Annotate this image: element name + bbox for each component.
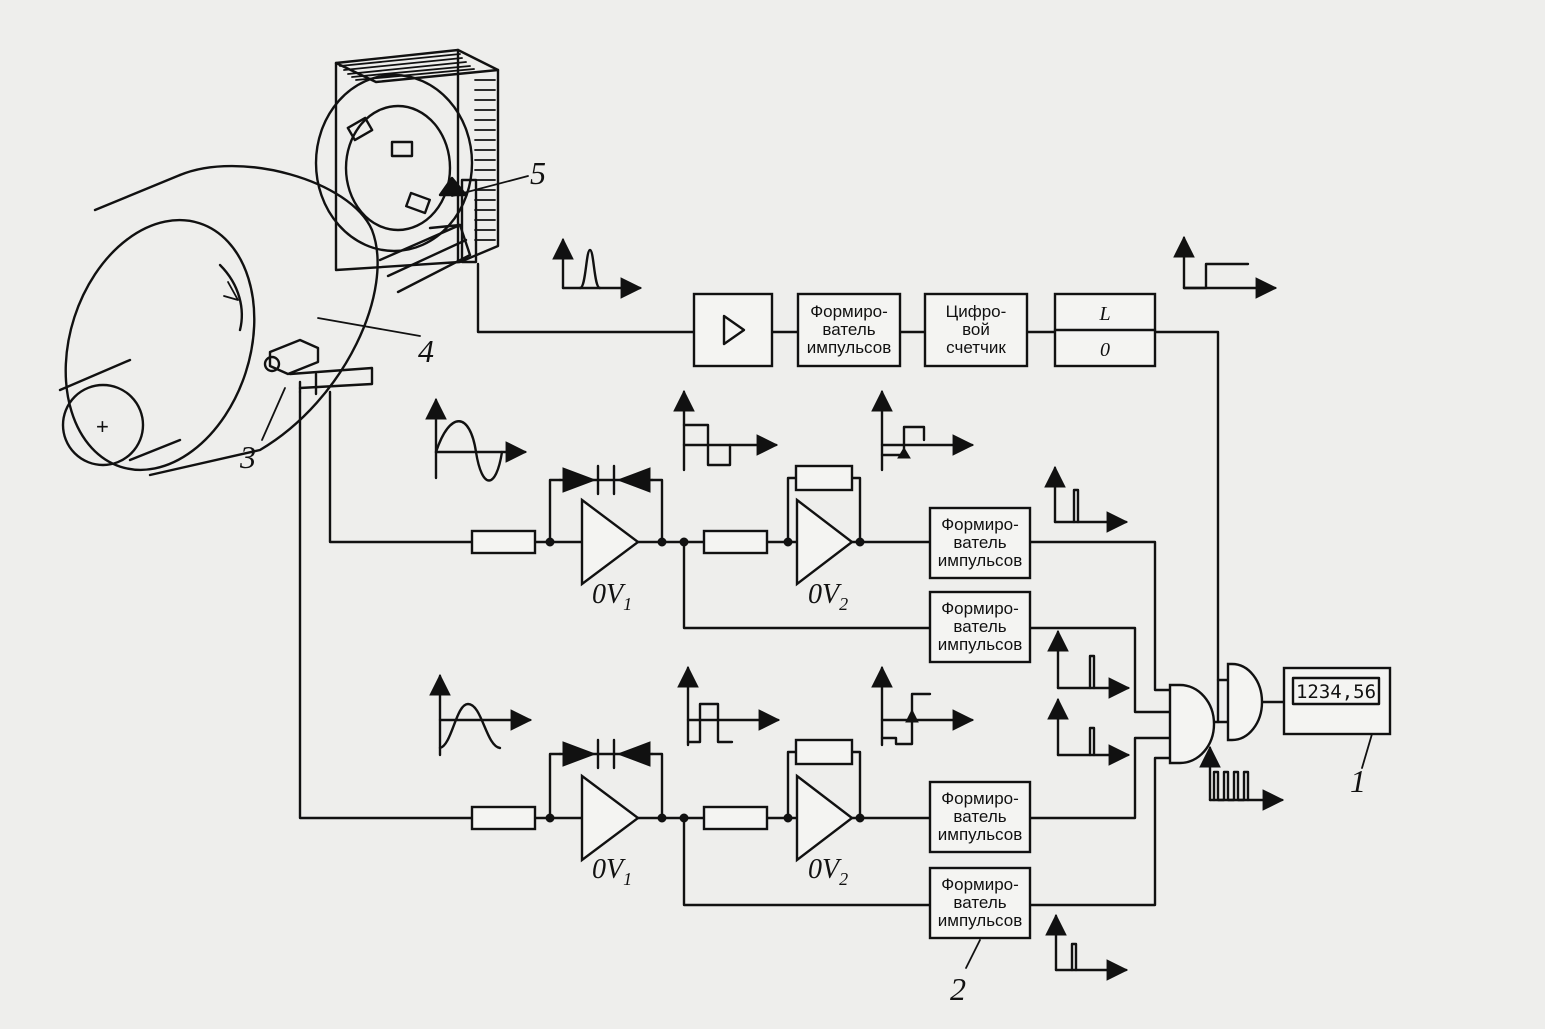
resistor-icon [470, 805, 537, 831]
counter-line3: счетчик [946, 338, 1006, 357]
shaper-a1-line1: Формиро- [941, 515, 1019, 534]
waveform-icon [677, 665, 781, 747]
op-amp-icon [795, 773, 854, 863]
callouts: 5 4 3 2 1 [239, 155, 1373, 1007]
callout-5: 5 [530, 155, 546, 191]
display-reading: 1234,56 [1296, 681, 1376, 703]
top-shaper-line2: ватель [822, 320, 875, 339]
ov1-label-a: 0V1 [592, 579, 632, 614]
shaft-center-mark: + [96, 414, 109, 439]
waveform-icon [871, 389, 975, 472]
op-amp-icon [580, 497, 640, 587]
resistor-icon [702, 529, 769, 555]
pulse-shaper-b2: Формиро- ватель импульсов [928, 866, 1032, 940]
and-gate [1226, 662, 1264, 742]
op-amp-icon [795, 497, 854, 587]
amplifier-icon [722, 314, 746, 346]
mechanical-assembly: + [58, 48, 500, 477]
waveform-icon [673, 389, 779, 472]
waveform-icon [1047, 697, 1131, 766]
digital-counter-block: Цифро- вой счетчик [923, 292, 1029, 368]
counter-line2: вой [962, 320, 990, 339]
sensor-head [263, 338, 374, 396]
channel-a [470, 464, 854, 587]
or-gate [1168, 683, 1216, 765]
channel-b [470, 738, 854, 863]
callout-4: 4 [418, 333, 434, 369]
waveform-icon [425, 397, 528, 482]
shaper-a2-line3: импульсов [938, 635, 1022, 654]
wiring [298, 262, 1286, 907]
top-shaper-line1: Формиро- [810, 302, 888, 321]
shaper-b2-line3: импульсов [938, 911, 1022, 930]
waveform-icon [1173, 235, 1278, 299]
callout-2: 2 [950, 971, 966, 1007]
rotating-drum: + [58, 164, 379, 477]
shaper-a1-line3: импульсов [938, 551, 1022, 570]
zener-diode-icon [558, 738, 654, 770]
amplifier-block [692, 292, 774, 368]
encoder-housing [314, 48, 500, 272]
shaper-b1-line2: ватель [953, 807, 1006, 826]
resistor-icon [794, 738, 854, 766]
logic-low-label: 0 [1100, 339, 1110, 361]
pulse-shaper-a2: Формиро- ватель импульсов [928, 590, 1032, 664]
op-amp-icon [580, 773, 640, 863]
callout-3: 3 [239, 439, 256, 475]
and-gate-icon [1226, 662, 1264, 742]
logic-level-block: L 0 [1053, 292, 1157, 368]
shaper-a2-line2: ватель [953, 617, 1006, 636]
top-pulse-shaper: Формиро- ватель импульсов [796, 292, 902, 368]
shaper-b1-line1: Формиро- [941, 789, 1019, 808]
pulse-shaper-b1: Формиро- ватель импульсов [928, 780, 1032, 854]
top-shaper-line3: импульсов [807, 338, 891, 357]
logic-high-label: L [1098, 303, 1110, 325]
resistor-icon [470, 529, 537, 555]
waveform-icon [871, 665, 975, 747]
opamp-labels: 0V1 0V2 0V1 0V2 [592, 579, 848, 889]
waveform-icon [1044, 465, 1129, 533]
waveforms [425, 235, 1285, 981]
zener-diode-icon [558, 464, 654, 496]
counter-line1: Цифро- [946, 302, 1007, 321]
shaper-a2-line1: Формиро- [941, 599, 1019, 618]
shaper-b2-line2: ватель [953, 893, 1006, 912]
resistor-icon [702, 805, 769, 831]
waveform-icon [429, 673, 533, 757]
ov1-label-b: 0V1 [592, 854, 632, 889]
resistor-icon [794, 464, 854, 492]
ov2-label-b: 0V2 [808, 854, 848, 889]
ov2-label-a: 0V2 [808, 579, 848, 614]
waveform-icon [1199, 745, 1285, 811]
shaper-a1-line2: ватель [953, 533, 1006, 552]
callout-1: 1 [1350, 763, 1366, 799]
shaper-b1-line3: импульсов [938, 825, 1022, 844]
waveform-icon [1045, 913, 1129, 981]
waveform-icon [552, 237, 643, 299]
waveform-icon [1047, 629, 1131, 699]
digital-display: 1234,56 [1282, 666, 1392, 736]
shaper-b2-line1: Формиро- [941, 875, 1019, 894]
and-gate-icon [1168, 683, 1216, 765]
pulse-shaper-a1: Формиро- ватель импульсов [928, 506, 1032, 580]
guide-rails [378, 223, 472, 294]
